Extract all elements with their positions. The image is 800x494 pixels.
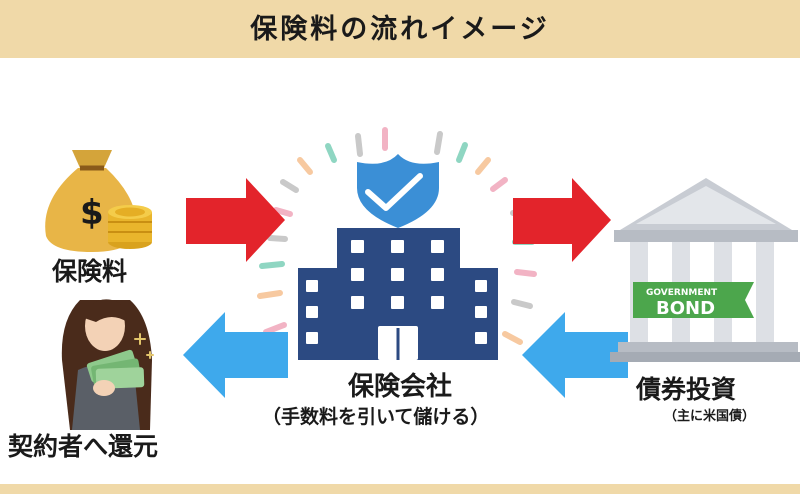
bond-sign-line1: GOVERNMENT	[646, 288, 718, 298]
company-label: 保険会社	[348, 372, 453, 402]
svg-text:$: $	[80, 193, 104, 233]
page-title: 保険料の流れイメージ	[250, 13, 550, 45]
bond-label: 債券投資	[636, 375, 737, 404]
arrow-company-to-refund	[183, 312, 288, 398]
bond-sign-line2: BOND	[656, 298, 715, 319]
arrow-company-to-bond	[513, 178, 611, 262]
premium-label: 保険料	[52, 257, 128, 286]
header-band: 保険料の流れイメージ	[0, 0, 800, 58]
woman-holding-cash-icon	[61, 299, 154, 430]
arrow-bond-to-company	[522, 312, 628, 398]
company-note: （手数料を引いて儲ける）	[262, 406, 490, 428]
arrow-premium-to-company	[186, 178, 285, 262]
office-building-shield-icon	[298, 154, 498, 360]
footer-band	[0, 484, 800, 494]
bank-building-icon: GOVERNMENT BOND	[610, 178, 800, 362]
money-bag-coins-icon: $	[45, 150, 152, 252]
refund-label: 契約者へ還元	[8, 432, 159, 461]
bond-note: （主に米国債）	[664, 409, 756, 424]
